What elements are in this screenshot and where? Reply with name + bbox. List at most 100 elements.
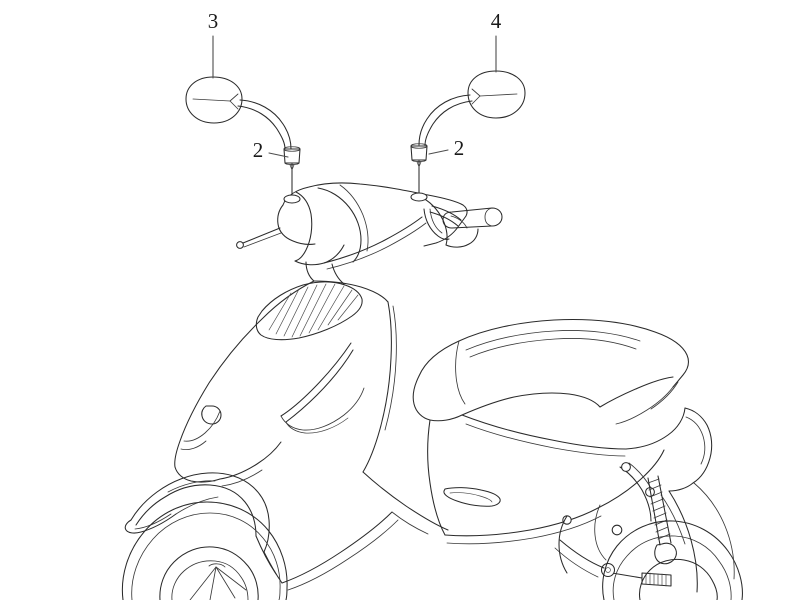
shock-coil-4 [650,498,664,505]
rear-panel-bottom2 [446,515,602,545]
footboard-bottom [282,512,392,583]
shock-coil-6 [653,512,667,519]
engine-cover-outline [598,450,664,508]
grille-slat-2 [275,288,300,335]
engine-case-edge [559,516,567,573]
brake-lever-right-arm2 [430,212,458,226]
footboard-edge [391,511,429,535]
mirror-right-stem-inner [425,101,472,145]
side-handle-recess-inner [449,492,493,503]
rear-tire-outer [603,521,743,600]
rear-mudguard-edge2 [660,494,686,545]
swingarm-bolt-d [562,515,572,525]
side-handle-recess-outline [444,488,500,507]
callout-2-right[interactable]: 2 [428,136,473,163]
grille-slat-1 [268,292,292,331]
mirror-right-stud-tip [416,161,422,168]
mirror-right-glass-line-a [479,93,518,97]
handlebar-dome-crease [339,184,369,252]
exhaust-spring [600,562,672,587]
rear-shock-lower-mount [655,543,677,564]
callout-2-left-leader [268,152,289,158]
rear-rim [639,559,717,600]
mirror-right-glass-line-b [471,88,481,97]
mirror-right-assembly[interactable] [410,70,526,196]
brake-lever-right-arm [432,206,461,220]
brake-arm-pivot-inner [605,567,611,573]
grille-slat-7 [317,285,345,331]
mirror-left-glass-line-a [192,98,231,102]
rear-body-panel [428,408,712,545]
front-hub-spoke-d [215,566,247,591]
callout-4[interactable]: 4 [481,8,511,73]
callout-2-left[interactable]: 2 [246,138,289,165]
brake-lever-left-tip [236,241,244,249]
grille-slat-5 [299,283,327,337]
rear-shock-body2 [658,476,671,543]
mirror-right-head[interactable] [467,70,526,119]
grille-slat-9 [337,294,359,321]
front-fender-outer [131,473,269,552]
front-fork-leg2 [264,552,282,583]
callout-2-right-leader [428,149,449,155]
shock-coil-2 [648,484,662,491]
seat-front-nose [413,376,462,421]
mirror-hole-right [410,192,428,202]
brake-lever-left[interactable] [236,228,282,249]
brake-arm-pivot [600,562,616,578]
mirror-left-glass-line-c [229,100,239,110]
front-shield-apron [220,442,281,479]
mirror-left-stem-inner [238,106,285,149]
callout-3[interactable]: 3 [198,8,228,79]
shock-coil-1 [647,478,660,484]
handlebar-cover-lower-lip2 [326,222,427,270]
handlebar-stem-neck [306,262,314,281]
handlebar-cover [278,183,478,284]
seat-back-rest-left [455,340,466,405]
side-handle-recess[interactable] [444,488,500,507]
handlebar-right-pod-inner [450,215,468,229]
engine-case-lower2 [554,547,599,578]
handlebar-cowl-left-lower [295,245,344,265]
front-shield-right-edge [363,302,391,472]
front-fender-top-crease [167,480,216,493]
front-shield-crease-c [280,387,365,431]
brake-lever-right-hook2 [429,208,443,234]
shock-coil-5 [652,505,666,512]
footboard-bottom2 [287,519,399,591]
engine-case-lower [560,540,604,568]
mirror-nut-left-top-ellipse [283,146,301,152]
brake-lever-right[interactable] [424,206,461,239]
rear-tail-lower [669,483,693,491]
grille-slat-4 [291,284,318,338]
mirror-nut-right-top-ellipse [410,143,428,149]
grille-slat-8 [327,289,353,326]
grille-slat-3 [283,286,309,337]
rear-mudguard-edge [669,491,697,592]
swingarm-top2 [628,462,652,489]
seat-crease-top [465,330,641,351]
shock-coil-8 [655,526,669,533]
rear-panel-top-edge2 [465,423,626,457]
kickstand-bracket [594,504,607,561]
rear-suspension [554,450,677,587]
front-hub-center [208,563,226,568]
callout-2-left-label: 2 [253,138,264,162]
callout-4-label: 4 [491,9,502,33]
seat-outline [419,320,688,388]
front-shield-right-edge2 [384,305,397,431]
front-tire-outer [122,502,287,600]
footboard-top [363,472,448,530]
rear-tail-shroud [685,408,712,483]
mirror-left-glass-line-b [229,93,239,102]
grille-slat-6 [308,283,336,334]
rear-panel-front-edge [428,420,445,535]
mirror-hole-left [283,194,301,204]
seat [413,320,688,425]
front-rim-outer [160,547,258,600]
swingarm-top [620,467,651,521]
mirror-left-assembly[interactable] [185,76,301,198]
headlight-lens-sweep2 [180,440,207,451]
front-wheel [122,502,287,600]
